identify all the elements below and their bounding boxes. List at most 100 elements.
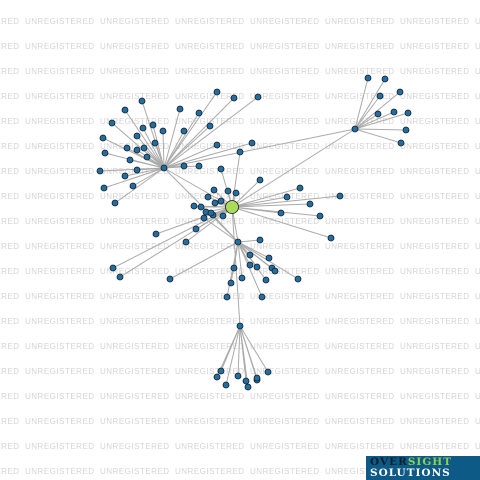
graph-node[interactable]	[138, 97, 146, 105]
graph-node[interactable]	[222, 381, 230, 389]
graph-node[interactable]	[264, 368, 272, 376]
watermark-text: UNREGISTERED	[0, 42, 20, 51]
graph-node[interactable]	[123, 144, 131, 152]
hub-node[interactable]	[351, 125, 359, 133]
graph-node[interactable]	[253, 263, 261, 271]
graph-node[interactable]	[190, 202, 198, 210]
graph-node[interactable]	[256, 176, 264, 184]
graph-node[interactable]	[149, 121, 157, 129]
graph-node[interactable]	[143, 153, 151, 161]
graph-node[interactable]	[381, 75, 389, 83]
graph-node[interactable]	[133, 166, 141, 174]
graph-node[interactable]	[213, 373, 221, 381]
graph-node[interactable]	[294, 275, 302, 283]
graph-node[interactable]	[396, 88, 404, 96]
graph-node[interactable]	[219, 212, 227, 220]
hub-node[interactable]	[234, 238, 242, 246]
graph-node[interactable]	[213, 141, 221, 149]
graph-node[interactable]	[211, 199, 219, 207]
graph-node[interactable]	[96, 167, 104, 175]
graph-node[interactable]	[116, 273, 124, 281]
graph-node[interactable]	[100, 184, 108, 192]
graph-node[interactable]	[242, 377, 250, 385]
graph-node[interactable]	[182, 238, 190, 246]
graph-node[interactable]	[101, 149, 109, 157]
graph-node[interactable]	[152, 230, 160, 238]
graph-node[interactable]	[402, 126, 410, 134]
graph-node[interactable]	[397, 139, 405, 147]
graph-edge	[231, 151, 241, 208]
graph-node[interactable]	[390, 108, 398, 116]
graph-node[interactable]	[217, 165, 225, 173]
hub-node[interactable]	[236, 322, 244, 330]
graph-node[interactable]	[192, 225, 200, 233]
focus-node[interactable]	[225, 200, 239, 214]
graph-node[interactable]	[176, 105, 184, 113]
graph-node[interactable]	[224, 187, 232, 195]
graph-node[interactable]	[254, 93, 262, 101]
graph-node[interactable]	[210, 186, 218, 194]
graph-node[interactable]	[121, 106, 129, 114]
graph-node[interactable]	[129, 182, 137, 190]
graph-node[interactable]	[227, 279, 235, 287]
graph-node[interactable]	[151, 139, 159, 147]
graph-node[interactable]	[271, 267, 279, 275]
graph-node[interactable]	[217, 367, 225, 375]
graph-node[interactable]	[306, 200, 314, 208]
watermark-text: UNREGISTERED	[175, 92, 245, 101]
graph-node[interactable]	[133, 132, 141, 140]
graph-node[interactable]	[140, 144, 148, 152]
graph-node[interactable]	[236, 148, 244, 156]
graph-node[interactable]	[234, 372, 242, 380]
graph-node[interactable]	[180, 127, 188, 135]
graph-node[interactable]	[204, 193, 212, 201]
graph-node[interactable]	[244, 383, 252, 391]
graph-node[interactable]	[139, 124, 147, 132]
graph-node[interactable]	[108, 119, 116, 127]
watermark-text: UNREGISTERED	[25, 417, 95, 426]
graph-node[interactable]	[230, 264, 238, 272]
graph-node[interactable]	[166, 275, 174, 283]
graph-node[interactable]	[246, 251, 254, 259]
graph-node[interactable]	[265, 254, 273, 262]
graph-node[interactable]	[238, 274, 246, 282]
graph-node[interactable]	[213, 88, 221, 96]
graph-node[interactable]	[207, 209, 215, 217]
graph-node[interactable]	[364, 74, 372, 82]
graph-node[interactable]	[253, 374, 261, 382]
graph-node[interactable]	[258, 293, 266, 301]
graph-node[interactable]	[376, 92, 384, 100]
graph-node[interactable]	[197, 203, 205, 211]
graph-node[interactable]	[126, 156, 134, 164]
graph-node[interactable]	[327, 234, 335, 242]
watermark-text: UNREGISTERED	[400, 192, 470, 201]
graph-node[interactable]	[159, 127, 167, 135]
graph-node[interactable]	[404, 109, 412, 117]
graph-node[interactable]	[336, 192, 344, 200]
graph-node[interactable]	[195, 109, 203, 117]
graph-node[interactable]	[248, 139, 256, 147]
graph-node[interactable]	[195, 162, 203, 170]
graph-node[interactable]	[246, 261, 254, 269]
graph-node[interactable]	[180, 162, 188, 170]
graph-node[interactable]	[316, 212, 324, 220]
graph-node[interactable]	[262, 276, 270, 284]
graph-node[interactable]	[256, 236, 264, 244]
graph-node[interactable]	[200, 214, 208, 222]
graph-node[interactable]	[111, 199, 119, 207]
graph-node[interactable]	[230, 94, 238, 102]
graph-node[interactable]	[277, 209, 285, 217]
graph-node[interactable]	[99, 134, 107, 142]
watermark-text: UNREGISTERED	[325, 142, 395, 151]
graph-node[interactable]	[296, 184, 304, 192]
graph-node[interactable]	[232, 189, 240, 197]
graph-node[interactable]	[206, 122, 214, 130]
hub-node[interactable]	[160, 164, 168, 172]
graph-node[interactable]	[109, 264, 117, 272]
graph-node[interactable]	[121, 172, 129, 180]
graph-node[interactable]	[133, 146, 141, 154]
graph-node[interactable]	[223, 293, 231, 301]
graph-node[interactable]	[283, 193, 291, 201]
graph-node[interactable]	[374, 110, 382, 118]
graph-node[interactable]	[217, 197, 225, 205]
